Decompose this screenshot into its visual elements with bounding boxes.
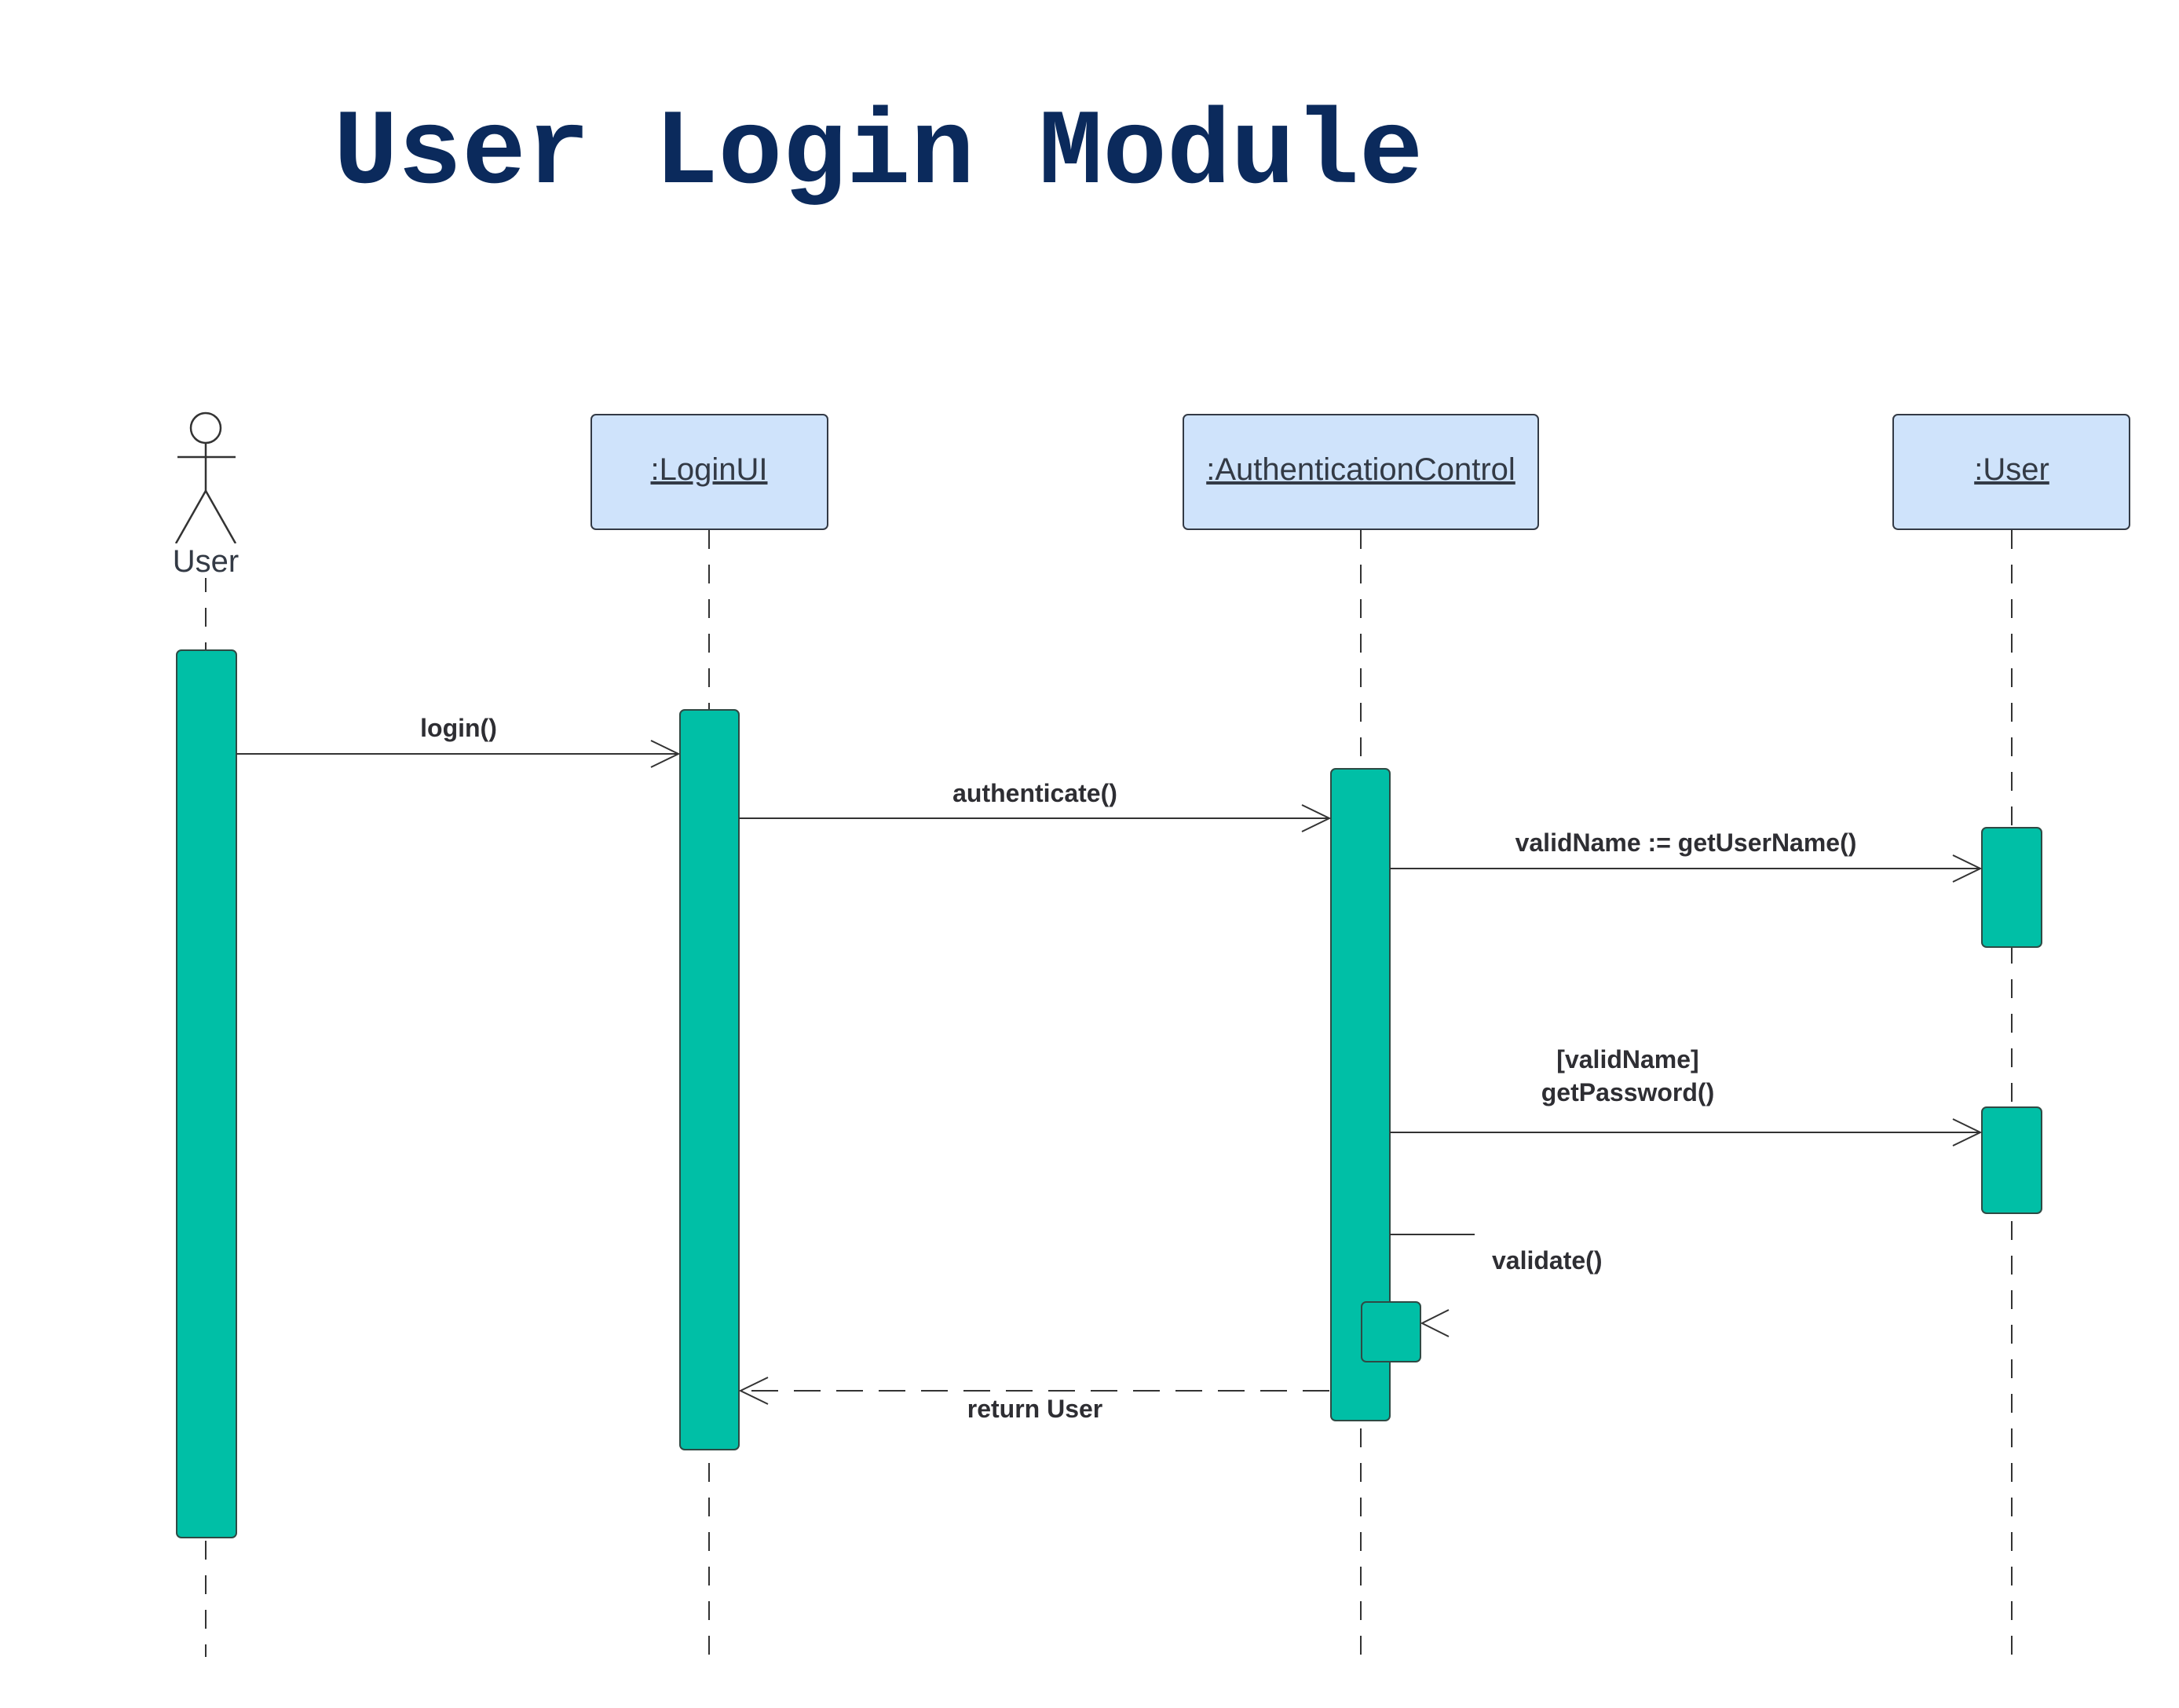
message-label-login: login() — [420, 714, 497, 742]
object-user: :User — [1892, 414, 2130, 530]
diagram-title: User Login Module — [334, 93, 1423, 214]
message-authenticate: authenticate() — [739, 779, 1332, 832]
actor-label: User — [173, 544, 239, 579]
activation-authcontrol — [1330, 768, 1391, 1421]
arrowhead-login — [650, 740, 681, 768]
actor-user: User — [166, 411, 245, 579]
message-label-get-password: getPassword() — [1541, 1078, 1714, 1106]
message-label-return-user: return User — [967, 1395, 1103, 1423]
activation-authcontrol-validate — [1361, 1301, 1421, 1362]
message-get-password: [validName] getPassword() — [1390, 1045, 1983, 1147]
message-login: login() — [236, 714, 681, 768]
object-box-authcontrol — [1183, 414, 1539, 530]
message-guard-get-password: [validName] — [1556, 1045, 1698, 1073]
activation-actor-user — [176, 649, 237, 1538]
message-label-get-username: validName := getUserName() — [1515, 828, 1857, 857]
object-loginui: :LoginUI — [590, 414, 828, 530]
object-authcontrol: :AuthenticationControl — [1183, 414, 1539, 530]
message-label-authenticate: authenticate() — [952, 779, 1117, 807]
object-box-user — [1892, 414, 2130, 530]
actor-right-leg — [204, 490, 237, 544]
arrowhead-get-username — [1952, 854, 1983, 883]
activation-user-getpassword — [1981, 1106, 2042, 1214]
arrowhead-authenticate — [1301, 804, 1332, 832]
actor-label-bg — [166, 543, 245, 578]
message-label-validate: validate() — [1492, 1246, 1602, 1275]
actor-head — [189, 411, 222, 444]
message-get-username: validName := getUserName() — [1390, 828, 1983, 883]
actor-left-leg — [174, 490, 207, 544]
arrowhead-validate — [1420, 1309, 1450, 1337]
object-label-authcontrol: :AuthenticationControl — [1206, 452, 1515, 487]
object-label-loginui: :LoginUI — [651, 452, 768, 487]
message-return-user: return User — [738, 1377, 1329, 1423]
message-validate: validate() — [1390, 1234, 1602, 1337]
activation-loginui — [679, 709, 740, 1450]
arrowhead-get-password — [1952, 1118, 1983, 1147]
activation-user-getusername — [1981, 827, 2042, 948]
arrowhead-return-user — [738, 1377, 769, 1405]
object-label-user: :User — [1974, 452, 2049, 487]
object-box-loginui — [590, 414, 828, 530]
